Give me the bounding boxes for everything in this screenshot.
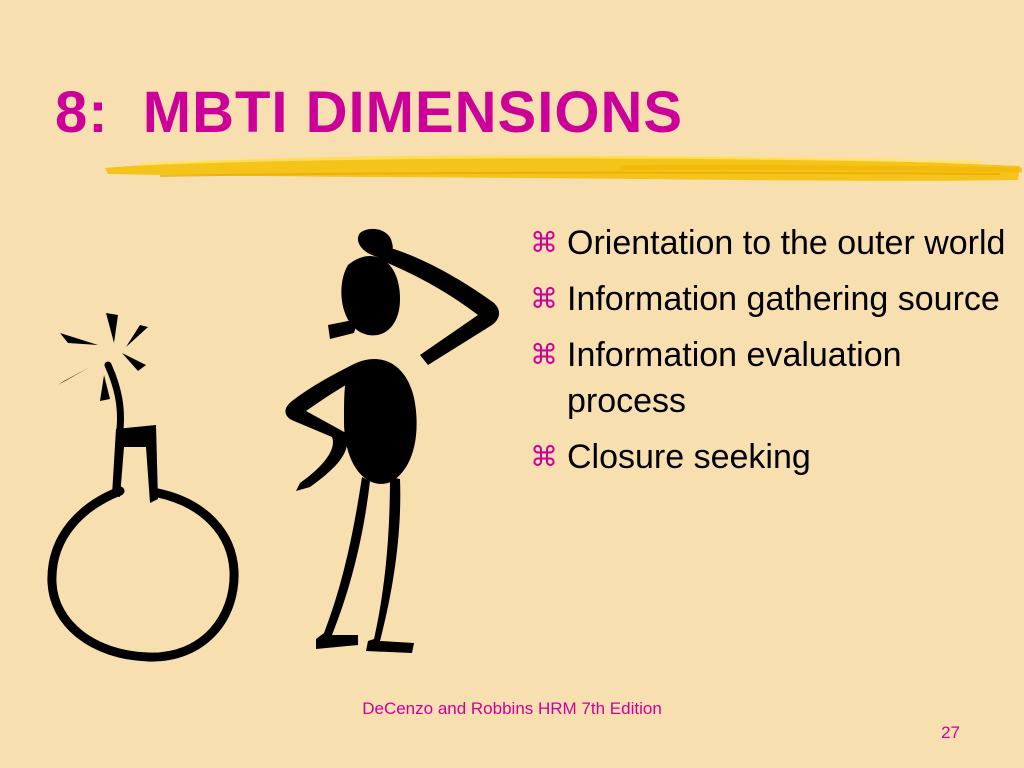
bullet-item: ⌘ Information evaluation process (530, 332, 1010, 424)
figure-hip-arm (285, 365, 356, 491)
bullet-item: ⌘ Closure seeking (530, 434, 1010, 480)
bullet-text: Information evaluation process (567, 336, 902, 420)
slide-title: 8: MBTI DIMENSIONS (55, 80, 684, 145)
page-number: 27 (941, 723, 960, 742)
place-of-interest-icon: ⌘ (530, 338, 558, 371)
bullet-text: Information gathering source (567, 280, 1000, 318)
figure-cap-brim (328, 319, 358, 339)
bomb-body (47, 486, 239, 662)
figure-head (341, 255, 400, 336)
figure-right-leg (366, 477, 414, 653)
bomb-fuse (104, 361, 124, 433)
figure-left-leg (316, 477, 370, 649)
figure-raised-arm (378, 245, 500, 365)
title-underline-stroke (105, 155, 1023, 181)
bomb-neck (112, 425, 158, 503)
place-of-interest-icon: ⌘ (530, 440, 558, 473)
bullet-item: ⌘ Information gathering source (530, 276, 1010, 322)
clipart (47, 228, 500, 662)
place-of-interest-icon: ⌘ (530, 282, 558, 315)
confused-stick-figure-icon (285, 228, 500, 653)
bullet-text: Closure seeking (567, 438, 811, 476)
bullet-list: ⌘ Orientation to the outer world ⌘ Infor… (530, 220, 1010, 490)
bullet-text: Orientation to the outer world (567, 224, 1006, 262)
footer-source: DeCenzo and Robbins HRM 7th Edition (362, 699, 662, 718)
figure-torso (344, 358, 417, 484)
bomb-icon (47, 313, 239, 662)
bullet-item: ⌘ Orientation to the outer world (530, 220, 1010, 266)
spark-rays (58, 313, 148, 401)
place-of-interest-icon: ⌘ (530, 226, 558, 259)
